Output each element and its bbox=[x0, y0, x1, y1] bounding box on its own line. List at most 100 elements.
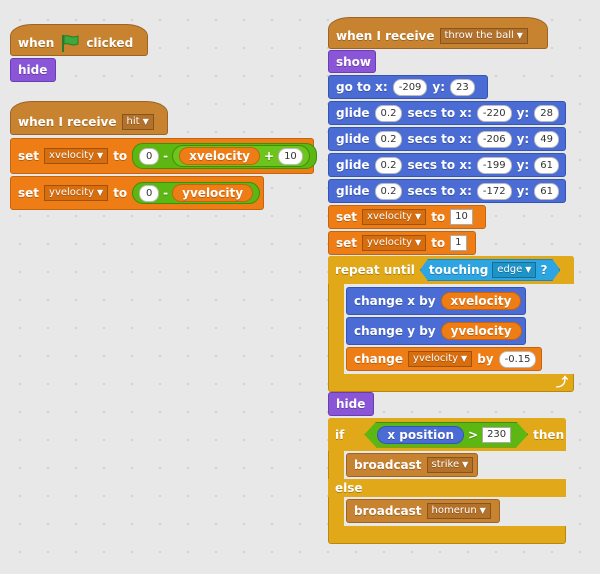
x-input[interactable]: -209 bbox=[392, 78, 428, 96]
when-i-receive-hit-hat[interactable]: when I receive hit▼ bbox=[10, 101, 168, 135]
message-dropdown[interactable]: strike▼ bbox=[426, 457, 474, 473]
y-input[interactable]: 28 bbox=[534, 104, 559, 122]
if-header[interactable]: if x position > 230 then bbox=[328, 418, 566, 451]
broadcast-homerun-block[interactable]: broadcast homerun▼ bbox=[346, 499, 500, 523]
then-label: then bbox=[533, 427, 565, 442]
set-label: set bbox=[18, 149, 40, 163]
y-input[interactable]: 61 bbox=[534, 156, 559, 174]
glide-label: glide bbox=[336, 184, 370, 198]
set-xvelocity-block[interactable]: set xvelocity▼ to 10 bbox=[328, 205, 486, 229]
xvelocity-reporter[interactable]: xvelocity bbox=[440, 292, 522, 310]
hide-block[interactable]: hide bbox=[10, 58, 56, 82]
number-input[interactable]: 0 bbox=[139, 147, 160, 165]
glide-block[interactable]: glide 0.2 secs to x: -220 y: 28 bbox=[328, 101, 566, 125]
chevron-down-icon: ▼ bbox=[461, 354, 468, 363]
number-input[interactable]: 0 bbox=[139, 184, 160, 202]
set-label: set bbox=[336, 236, 358, 250]
loop-arrow-icon: ⤴ bbox=[556, 375, 569, 389]
else-label-bar: else bbox=[328, 479, 566, 497]
when-flag-clicked-hat[interactable]: when clicked bbox=[10, 24, 148, 56]
touching-label: touching bbox=[428, 263, 489, 277]
secs-input[interactable]: 0.2 bbox=[374, 156, 403, 174]
repeat-until-label: repeat until bbox=[335, 263, 415, 277]
value-input[interactable]: -0.15 bbox=[498, 350, 536, 368]
glide-label: glide bbox=[336, 106, 370, 120]
subtract-operator[interactable]: 0 - xvelocity + 10 bbox=[132, 143, 317, 169]
broadcast-strike-block[interactable]: broadcast strike▼ bbox=[346, 453, 478, 477]
plus-label: + bbox=[264, 149, 275, 163]
secs-input[interactable]: 0.2 bbox=[374, 130, 403, 148]
variable-dropdown[interactable]: yvelocity▼ bbox=[408, 351, 473, 367]
change-variable-block[interactable]: change yvelocity▼ by -0.15 bbox=[346, 347, 542, 371]
variable-dropdown[interactable]: xvelocity▼ bbox=[44, 148, 109, 164]
set-xvelocity-block[interactable]: set xvelocity▼ to 0 - xvelocity + 10 bbox=[10, 138, 317, 174]
when-i-receive-throw-hat[interactable]: when I receive throw the ball▼ bbox=[328, 17, 548, 49]
change-y-block[interactable]: change y by yvelocity bbox=[346, 317, 526, 345]
set-yvelocity-block[interactable]: set yvelocity▼ to 0 - yvelocity bbox=[10, 176, 264, 210]
message-dropdown[interactable]: homerun▼ bbox=[426, 503, 491, 519]
y-input[interactable]: 23 bbox=[450, 78, 475, 96]
when-label: when bbox=[18, 36, 55, 50]
y-input[interactable]: 61 bbox=[534, 182, 559, 200]
secs-input[interactable]: 0.2 bbox=[374, 104, 403, 122]
change-y-label: change y by bbox=[354, 324, 436, 338]
yvelocity-reporter[interactable]: yvelocity bbox=[172, 184, 254, 202]
variable-dropdown[interactable]: yvelocity▼ bbox=[44, 185, 109, 201]
value-input[interactable]: 230 bbox=[482, 427, 511, 443]
else-label: else bbox=[335, 481, 363, 495]
glide-block[interactable]: glide 0.2 secs to x: -206 y: 49 bbox=[328, 127, 566, 151]
secs-to-x-label: secs to x: bbox=[407, 106, 472, 120]
x-input[interactable]: -199 bbox=[476, 156, 512, 174]
glide-label: glide bbox=[336, 158, 370, 172]
go-to-label: go to x: bbox=[336, 80, 388, 94]
message-dropdown[interactable]: throw the ball▼ bbox=[439, 28, 528, 44]
value-input[interactable]: 1 bbox=[450, 235, 467, 251]
x-position-reporter[interactable]: x position bbox=[377, 426, 464, 444]
variable-dropdown[interactable]: xvelocity▼ bbox=[362, 209, 427, 225]
chevron-down-icon: ▼ bbox=[516, 31, 523, 40]
y-label: y: bbox=[516, 106, 530, 120]
x-input[interactable]: -220 bbox=[476, 104, 512, 122]
hide-block[interactable]: hide bbox=[328, 392, 374, 416]
if-label: if bbox=[335, 427, 345, 442]
subtract-operator[interactable]: 0 - yvelocity bbox=[132, 182, 261, 204]
glide-block[interactable]: glide 0.2 secs to x: -199 y: 61 bbox=[328, 153, 566, 177]
y-label: y: bbox=[516, 132, 530, 146]
yvelocity-reporter[interactable]: yvelocity bbox=[440, 322, 522, 340]
y-input[interactable]: 49 bbox=[534, 130, 559, 148]
touching-target-dropdown[interactable]: edge▼ bbox=[492, 262, 536, 278]
clicked-label: clicked bbox=[86, 36, 134, 50]
xvelocity-reporter[interactable]: xvelocity bbox=[179, 147, 260, 165]
glide-block[interactable]: glide 0.2 secs to x: -172 y: 61 bbox=[328, 179, 566, 203]
greater-than-operator[interactable]: x position > 230 bbox=[364, 422, 528, 448]
repeat-until-header[interactable]: repeat until touching edge▼ ? bbox=[328, 256, 574, 284]
secs-to-x-label: secs to x: bbox=[407, 132, 472, 146]
x-input[interactable]: -206 bbox=[476, 130, 512, 148]
number-input[interactable]: 10 bbox=[278, 147, 303, 165]
message-dropdown[interactable]: hit▼ bbox=[121, 114, 154, 130]
y-label: y: bbox=[516, 158, 530, 172]
chevron-down-icon: ▼ bbox=[479, 506, 486, 515]
set-label: set bbox=[336, 210, 358, 224]
change-x-block[interactable]: change x by xvelocity bbox=[346, 287, 526, 315]
to-label: to bbox=[113, 186, 128, 200]
secs-input[interactable]: 0.2 bbox=[374, 182, 403, 200]
set-label: set bbox=[18, 186, 40, 200]
show-block[interactable]: show bbox=[328, 50, 376, 73]
chevron-down-icon: ▼ bbox=[142, 117, 149, 126]
to-label: to bbox=[431, 210, 446, 224]
y-label: y: bbox=[516, 184, 530, 198]
secs-to-x-label: secs to x: bbox=[407, 158, 472, 172]
show-label: show bbox=[336, 54, 372, 69]
go-to-xy-block[interactable]: go to x: -209 y: 23 bbox=[328, 75, 488, 99]
when-i-receive-label: when I receive bbox=[336, 29, 435, 43]
variable-dropdown[interactable]: yvelocity▼ bbox=[362, 235, 427, 251]
hide-label: hide bbox=[18, 63, 48, 77]
touching-condition[interactable]: touching edge▼ ? bbox=[420, 259, 561, 281]
chevron-down-icon: ▼ bbox=[97, 188, 104, 197]
add-operator[interactable]: xvelocity + 10 bbox=[172, 145, 310, 167]
value-input[interactable]: 10 bbox=[450, 209, 473, 225]
by-label: by bbox=[477, 352, 494, 366]
x-input[interactable]: -172 bbox=[476, 182, 512, 200]
set-yvelocity-block[interactable]: set yvelocity▼ to 1 bbox=[328, 231, 476, 255]
